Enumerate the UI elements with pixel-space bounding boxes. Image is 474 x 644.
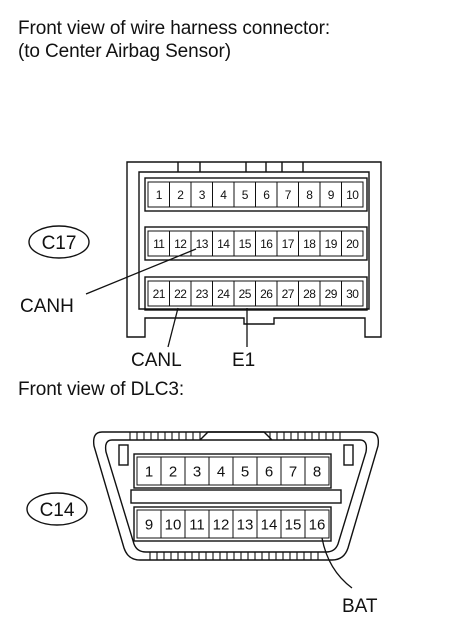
c17-pin-number: 21: [153, 287, 166, 301]
c17-pin-number: 11: [153, 237, 165, 251]
dlc3-heading: Front view of DLC3:: [18, 379, 184, 400]
c14-pin-number: 6: [265, 464, 273, 481]
harness-connector-subheading: (to Center Airbag Sensor): [18, 41, 231, 62]
c14-pin-number: 15: [285, 517, 302, 534]
c17-latch-marks: [177, 162, 304, 172]
c17-pin-number: 7: [285, 188, 292, 202]
c17-pin-number: 3: [199, 188, 206, 202]
c14-housing-outline: [92, 431, 380, 561]
c17-pin-number: 15: [239, 237, 252, 251]
c14-row-1-frame: [133, 453, 332, 489]
c14-pin-number: 11: [189, 517, 205, 534]
c17-pin-number: 2: [177, 188, 184, 202]
c14-pin-number: 9: [145, 517, 153, 534]
c14-pin-number: 10: [165, 517, 182, 534]
c17-pin-number: 17: [282, 237, 295, 251]
c17-pin-number: 9: [328, 188, 335, 202]
c14-key: [199, 431, 273, 441]
c17-pin-number: 24: [217, 287, 230, 301]
c14-id-label: C14: [40, 500, 75, 521]
c17-row-1-frame: [144, 177, 368, 212]
c14-row-2-frame: [133, 506, 332, 542]
c14-pin-number: 12: [213, 517, 230, 534]
c17-pin-number: 12: [174, 237, 187, 251]
c17-pin-number: 1: [156, 188, 163, 202]
c17-pin-number: 19: [325, 237, 338, 251]
c14-pin-number: 4: [217, 464, 225, 481]
c14-id-ellipse: [26, 492, 88, 526]
c14-separator-bar: [130, 489, 342, 504]
c14-pin-number: 13: [237, 517, 254, 534]
c17-pin-cell: [341, 181, 364, 208]
c17-pin-number: 26: [260, 287, 273, 301]
harness-connector-heading: Front view of wire harness connector:: [18, 18, 331, 39]
c17-row-3-frame: [144, 276, 368, 311]
e1-label: E1: [232, 350, 255, 371]
c14-pin-number: 8: [313, 464, 321, 481]
c14-serration-marks: [129, 432, 341, 560]
c17-inner-wall: [138, 171, 370, 310]
c17-pin-number: 4: [220, 188, 227, 202]
canh-leader-line: [85, 248, 197, 295]
c17-pin-number: 27: [282, 287, 295, 301]
c14-pin-number: 7: [289, 464, 297, 481]
c17-pin-number: 18: [303, 237, 316, 251]
c17-row-2-frame: [144, 226, 368, 261]
c17-pin-number: 28: [303, 287, 316, 301]
c14-pin-cell: [304, 509, 330, 539]
c14-pin-number: 16: [309, 517, 326, 534]
canl-leader-line: [167, 307, 179, 348]
c17-pin-number: 25: [239, 287, 252, 301]
c17-pin-cell: [341, 230, 364, 257]
c17-pin-number: 16: [260, 237, 273, 251]
c17-housing-outline: [126, 161, 382, 338]
bat-label: BAT: [342, 596, 378, 617]
c17-pin-number: 30: [346, 287, 359, 301]
c17-id-label: C17: [42, 233, 77, 254]
canl-label: CANL: [131, 350, 182, 371]
c17-pin-number: 5: [242, 188, 249, 202]
bat-leader-line: [321, 537, 353, 589]
c17-pin-number: 23: [196, 287, 209, 301]
c17-leaders: [85, 248, 248, 348]
canh-label: CANH: [20, 296, 74, 317]
c14-pin-number: 14: [261, 517, 278, 534]
c17-pin-number: 13: [196, 237, 209, 251]
c14-pin-number: 1: [145, 464, 153, 481]
c17-pin-cell: [341, 280, 364, 307]
c17-pin-number: 14: [217, 237, 230, 251]
c17-connector: [126, 161, 382, 338]
c17-pin-number: 20: [346, 237, 359, 251]
c17-pin-number: 29: [325, 287, 338, 301]
c17-pin-number: 22: [174, 287, 187, 301]
c14-pin-cell: [304, 456, 330, 486]
c17-pin-number: 10: [346, 188, 359, 202]
c17-pin-number: 8: [306, 188, 313, 202]
c14-pin-number: 2: [169, 464, 177, 481]
c14-pin-number: 5: [241, 464, 249, 481]
c14-right-guide: [343, 444, 354, 466]
c14-left-guide: [118, 444, 129, 466]
c14-pin-number: 3: [193, 464, 201, 481]
c17-id-ellipse: [28, 225, 90, 259]
c17-pin-number: 6: [263, 188, 270, 202]
c14-connector: [92, 431, 380, 561]
